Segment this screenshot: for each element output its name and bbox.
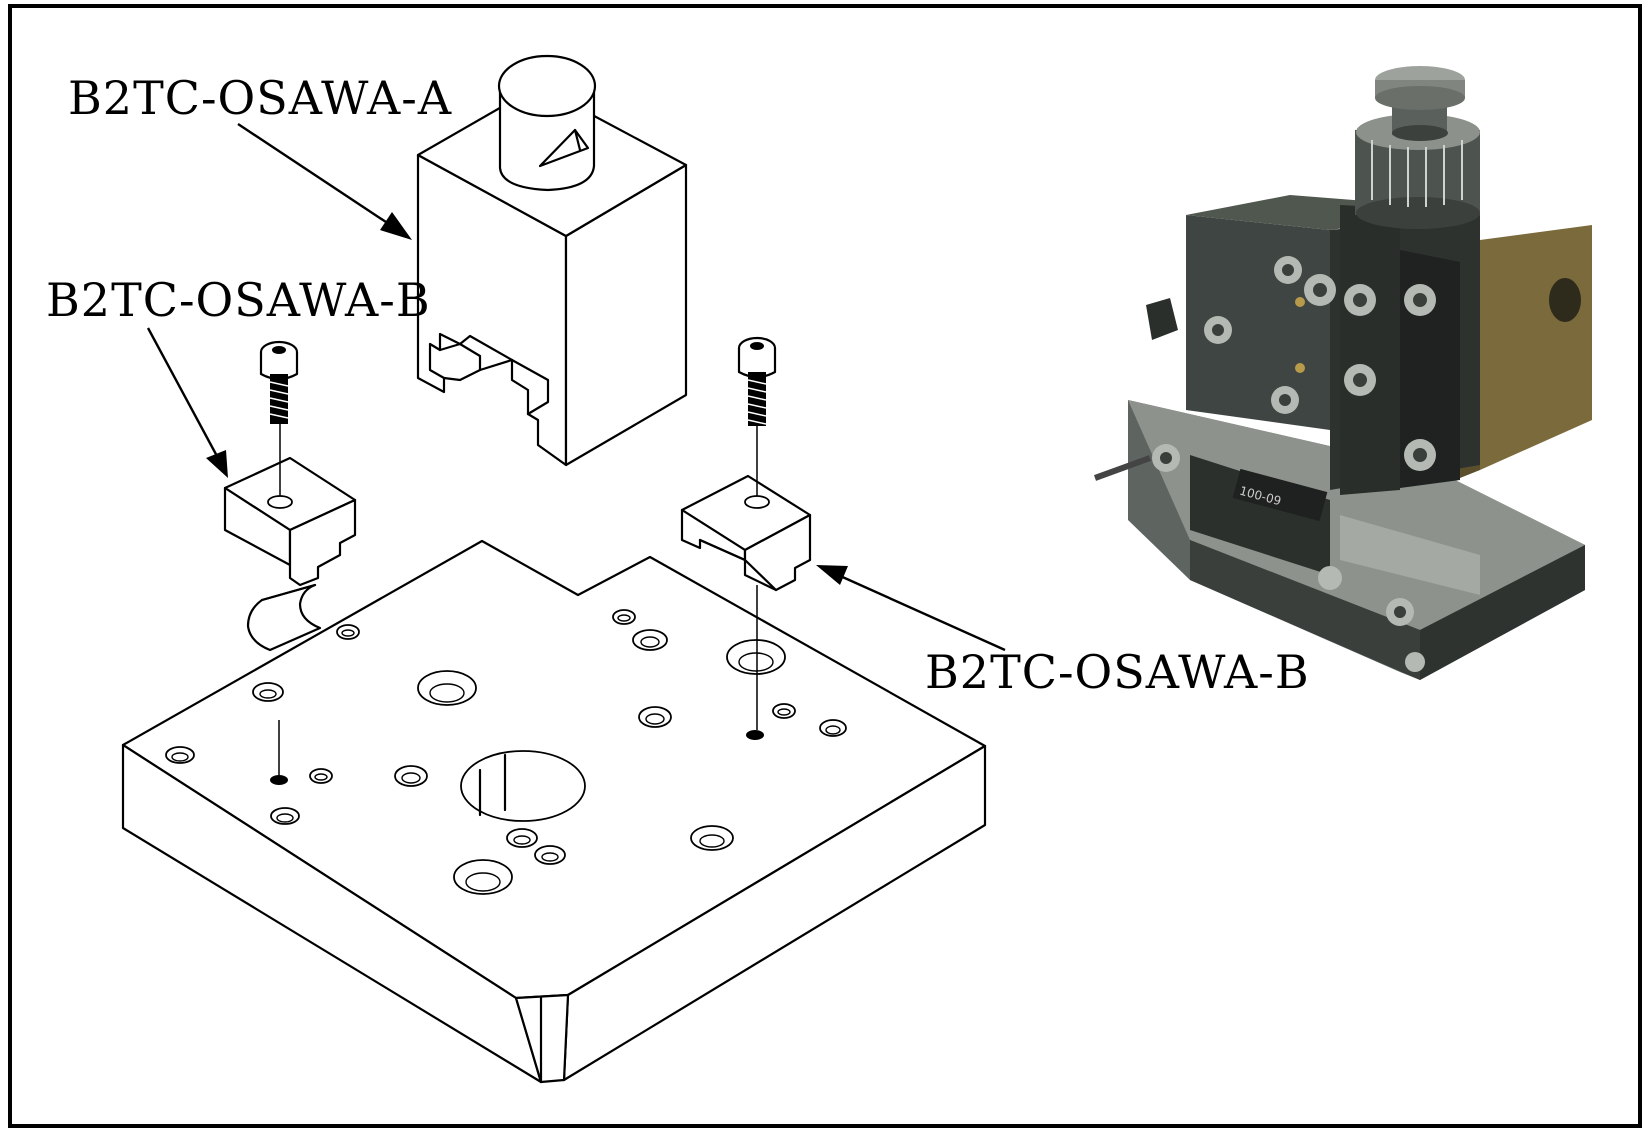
label-part-b-right: B2TC-OSAWA-B bbox=[816, 565, 1310, 699]
threaded-hole bbox=[632, 629, 668, 651]
part-b-right-block bbox=[680, 474, 812, 592]
screw-hole-right bbox=[746, 730, 764, 740]
threaded-hole bbox=[819, 719, 847, 737]
threaded-hole bbox=[772, 703, 796, 719]
threaded-hole bbox=[165, 746, 195, 764]
counterbore-hole bbox=[417, 670, 477, 706]
left-cap-screw bbox=[259, 340, 299, 775]
screw-hole-left bbox=[270, 775, 288, 785]
threaded-hole bbox=[270, 807, 300, 825]
counterbore-hole bbox=[453, 859, 513, 895]
counterbore-hole bbox=[690, 825, 734, 851]
threaded-hole bbox=[309, 768, 333, 784]
label-part-b-right-text: B2TC-OSAWA-B bbox=[925, 645, 1310, 699]
part-a-block bbox=[416, 54, 688, 467]
counterbore-hole bbox=[726, 639, 786, 675]
threaded-hole bbox=[638, 706, 672, 728]
label-part-a: B2TC-OSAWA-A bbox=[68, 71, 452, 240]
threaded-hole bbox=[534, 845, 566, 865]
dowel-pin bbox=[246, 583, 322, 652]
base-plate bbox=[121, 539, 987, 1084]
threaded-hole bbox=[336, 624, 360, 640]
label-part-b-left: B2TC-OSAWA-B bbox=[46, 273, 431, 478]
threaded-hole bbox=[612, 609, 636, 625]
threaded-hole bbox=[252, 682, 284, 702]
outer-frame bbox=[8, 4, 1642, 1128]
threaded-hole bbox=[506, 828, 538, 848]
threaded-hole bbox=[394, 765, 428, 787]
right-cap-screw bbox=[737, 336, 777, 730]
part-b-left-block bbox=[223, 420, 357, 587]
applicator-photo: 100-09 bbox=[1093, 66, 1592, 680]
label-part-a-text: B2TC-OSAWA-A bbox=[68, 71, 452, 125]
label-part-b-left-text: B2TC-OSAWA-B bbox=[46, 273, 431, 327]
